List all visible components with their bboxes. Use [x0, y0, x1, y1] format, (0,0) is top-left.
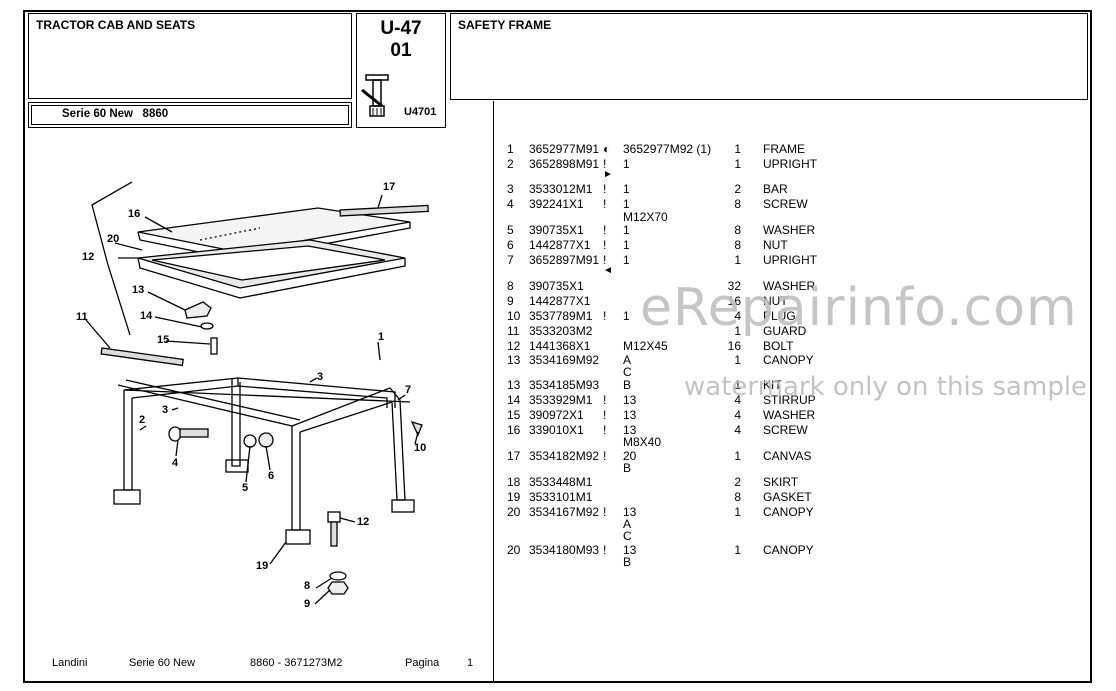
group-code-box: [356, 13, 446, 128]
callout-18: 17: [383, 181, 396, 193]
callout-7: 7: [405, 384, 412, 396]
callout-5: 5: [242, 482, 249, 494]
group-code: U-47: [380, 18, 422, 39]
footer-doc: 8860 - 3671273M2: [250, 657, 343, 669]
footer-series: Serie 60 New: [129, 657, 196, 669]
assembly-icon: [361, 74, 389, 117]
washer-8: [329, 571, 347, 581]
callout-10: 10: [414, 442, 427, 454]
nut-6: [258, 432, 274, 448]
callout-8: 8: [304, 580, 311, 592]
model-label: Serie 60 New 8860: [62, 108, 169, 120]
diagram-brace: [91, 181, 133, 336]
washer-5: [243, 434, 257, 448]
skirt-bar: [339, 204, 429, 217]
callout-6: 6: [268, 470, 275, 482]
section-title: TRACTOR CAB AND SEATS: [36, 18, 196, 32]
callout-3a: 3: [317, 371, 324, 383]
page-frame: [23, 10, 1092, 683]
watermark-sub: watermark only on this sample: [684, 372, 1088, 402]
model-inner-box: [31, 105, 349, 125]
footer-brand: Landini: [52, 657, 88, 669]
model-box: [28, 102, 352, 128]
bolt-4: [168, 426, 209, 442]
plug-10: [410, 420, 423, 437]
callout-4: 4: [172, 457, 179, 469]
washer-15: [200, 322, 214, 330]
callout-1: 1: [378, 331, 385, 343]
guard-bar: [100, 347, 184, 367]
callout-13: 12: [82, 251, 95, 263]
callout-19: 19: [256, 560, 269, 572]
screw-16: [210, 337, 218, 355]
callout-2: 2: [139, 414, 146, 426]
callout-15: 14: [140, 310, 153, 322]
page-title: SAFETY FRAME: [458, 18, 552, 32]
watermark-main: eRepairinfo.com: [640, 278, 1078, 338]
column-divider: [493, 101, 494, 681]
nut-9: [327, 581, 349, 595]
callout-3b: 3: [162, 404, 169, 416]
safety-frame: [113, 377, 415, 545]
callout-11: 11: [76, 311, 88, 323]
callout-16: 15: [157, 334, 170, 346]
figure-code: U4701: [404, 106, 437, 118]
footer-page-label: Pagina: [405, 657, 440, 669]
callout-17: 16: [128, 208, 141, 220]
callout-9: 9: [304, 598, 311, 610]
page-title-box: [450, 13, 1088, 100]
group-sub: 01: [390, 40, 412, 61]
footer-page-num: 1: [467, 657, 474, 669]
callout-20: 20: [107, 233, 120, 245]
exploded-diagram: [85, 181, 429, 605]
callout-12: 12: [357, 516, 370, 528]
stirrup: [184, 301, 212, 319]
section-title-box: [28, 13, 352, 99]
bolt-12: [327, 511, 341, 547]
callout-14: 13: [132, 284, 145, 296]
